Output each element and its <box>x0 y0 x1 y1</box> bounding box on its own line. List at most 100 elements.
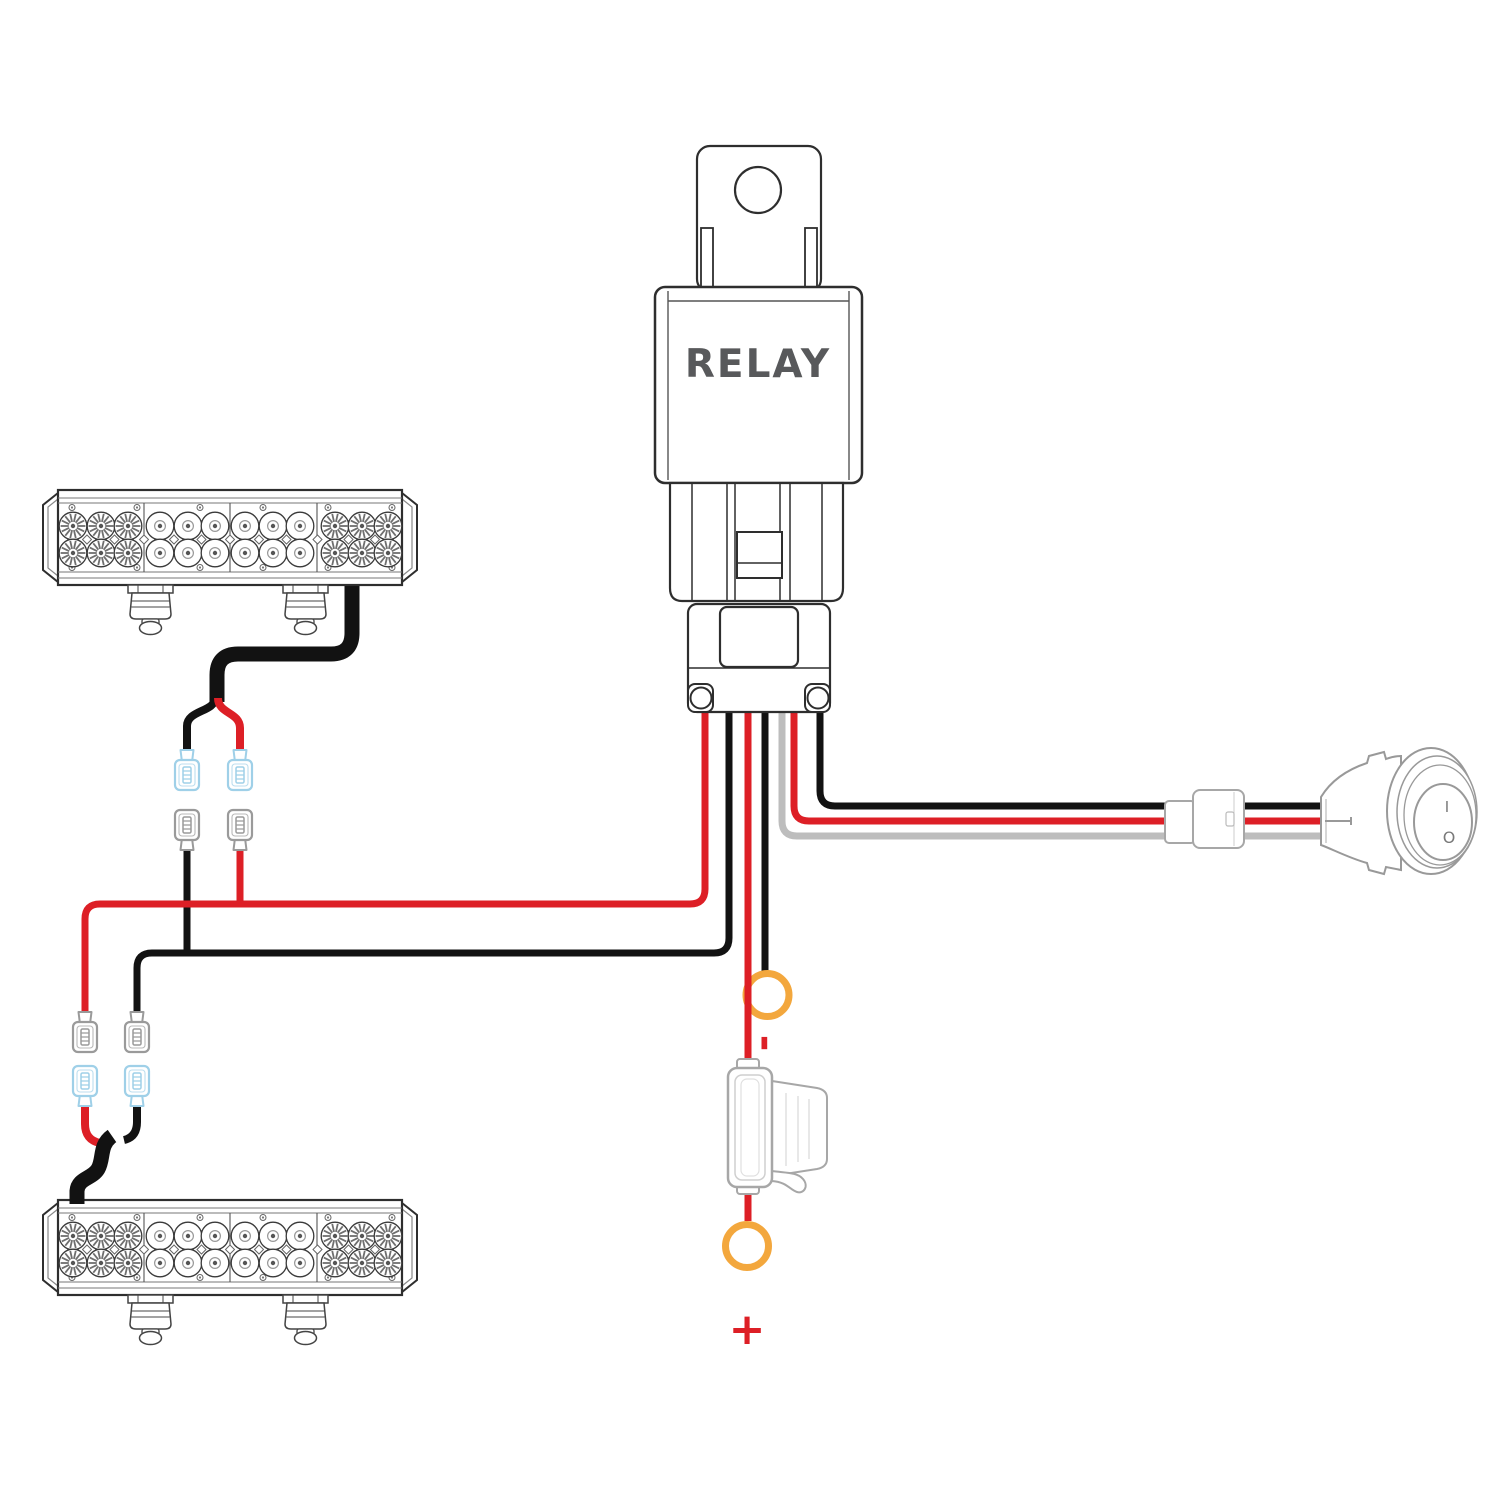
flood-led <box>113 1221 143 1251</box>
spot-led <box>173 1248 203 1278</box>
flood-led <box>58 511 88 541</box>
light-bars-layer <box>42 488 418 1346</box>
pigtail-red-top-bar <box>214 697 244 752</box>
spot-led <box>230 511 260 541</box>
flood-led <box>373 1221 403 1251</box>
flood-led <box>113 1248 143 1278</box>
end-cap-left <box>42 1200 59 1295</box>
switch-housing-cone <box>1320 750 1402 876</box>
flood-led <box>86 1221 116 1251</box>
diamond-divider <box>109 534 120 545</box>
relay-body: RELAY <box>653 285 864 485</box>
relay-mounting-tab <box>695 144 823 294</box>
spot-led <box>230 1248 260 1278</box>
diamond-divider <box>81 534 93 545</box>
diamond-divider <box>109 1244 120 1255</box>
flood-led <box>320 538 350 568</box>
rocker-button <box>1413 783 1473 861</box>
spot-led <box>258 1248 288 1278</box>
diamond-divider <box>224 1244 236 1255</box>
relay-label: RELAY <box>685 342 831 387</box>
relay-socket-connector <box>668 481 845 714</box>
flood-led <box>347 1221 377 1251</box>
diamond-divider <box>196 1244 207 1255</box>
positive-label: + <box>729 1304 766 1355</box>
flood-led <box>58 1248 88 1278</box>
spot-led <box>200 1221 230 1251</box>
diamond-divider <box>81 1244 93 1255</box>
diamond-divider <box>369 534 381 545</box>
spade-connector-gray <box>123 1011 151 1054</box>
socket-latch <box>736 531 783 579</box>
wire-gray-to-switch <box>778 712 1322 840</box>
spot-led <box>258 1221 288 1251</box>
switch-on-mark: I <box>1445 798 1449 816</box>
spot-led <box>173 538 203 568</box>
diamond-divider <box>343 534 354 545</box>
flood-led <box>320 511 350 541</box>
flood-led <box>113 538 143 568</box>
flood-led <box>58 538 88 568</box>
pigtail-black-top-bar <box>183 697 219 752</box>
led-light-bar-bottom <box>42 1198 418 1346</box>
diamond-divider <box>168 1244 180 1255</box>
wire-black-left-run <box>133 712 733 1018</box>
spade-connectors-layer <box>71 749 254 1107</box>
spade-connector-blue <box>71 1064 99 1107</box>
fuse-holder-clip <box>771 1169 807 1194</box>
spade-connector-gray <box>173 808 201 851</box>
flood-led <box>320 1221 350 1251</box>
diamond-divider <box>138 1244 150 1255</box>
spot-led <box>173 1221 203 1251</box>
switch-terminal-pin <box>1325 817 1352 825</box>
negative-label: - <box>743 1035 789 1052</box>
wire-red-to-switch <box>790 712 1322 825</box>
flood-led <box>320 1248 350 1278</box>
spade-connector-gray <box>71 1011 99 1054</box>
spot-led <box>285 511 315 541</box>
switch-inline-connector <box>1164 789 1245 849</box>
flood-led <box>86 538 116 568</box>
spot-led <box>145 1221 175 1251</box>
diamond-divider <box>138 534 150 545</box>
fuse-holder <box>726 1058 828 1195</box>
mounting-hole <box>733 165 783 215</box>
diamond-divider <box>281 534 292 545</box>
wire-black-to-switch <box>816 712 1322 810</box>
spot-led <box>145 511 175 541</box>
ring-terminal-positive <box>722 1221 772 1271</box>
spot-led <box>200 1248 230 1278</box>
led-light-bar-top <box>42 488 418 636</box>
spot-led <box>200 511 230 541</box>
spot-led <box>285 1221 315 1251</box>
diamond-divider <box>369 1244 381 1255</box>
end-cap-right <box>401 490 418 585</box>
rocker-switch: I O <box>1320 747 1478 876</box>
fuse-holder-body <box>726 1066 774 1189</box>
ring-terminal-negative <box>742 970 793 1020</box>
diamond-divider <box>196 534 207 545</box>
fuse-holder-flap <box>771 1079 828 1178</box>
diamond-divider <box>312 1244 323 1255</box>
flood-led <box>373 538 403 568</box>
spot-led <box>285 1248 315 1278</box>
cable-bottom-light-bar <box>69 1129 117 1204</box>
spot-led <box>230 1221 260 1251</box>
flood-led <box>373 511 403 541</box>
spot-led <box>285 538 315 568</box>
diamond-divider <box>343 1244 354 1255</box>
flood-led <box>86 511 116 541</box>
flood-led <box>347 511 377 541</box>
mounting-bracket <box>282 1294 329 1346</box>
spot-led <box>200 538 230 568</box>
flood-led <box>113 511 143 541</box>
spot-led <box>258 538 288 568</box>
end-cap-right <box>401 1200 418 1295</box>
spot-led <box>145 1248 175 1278</box>
flood-led <box>86 1248 116 1278</box>
flood-led <box>347 538 377 568</box>
spade-connector-gray <box>226 808 254 851</box>
mounting-bracket <box>282 584 329 636</box>
wire-red-left-run <box>81 712 709 1018</box>
